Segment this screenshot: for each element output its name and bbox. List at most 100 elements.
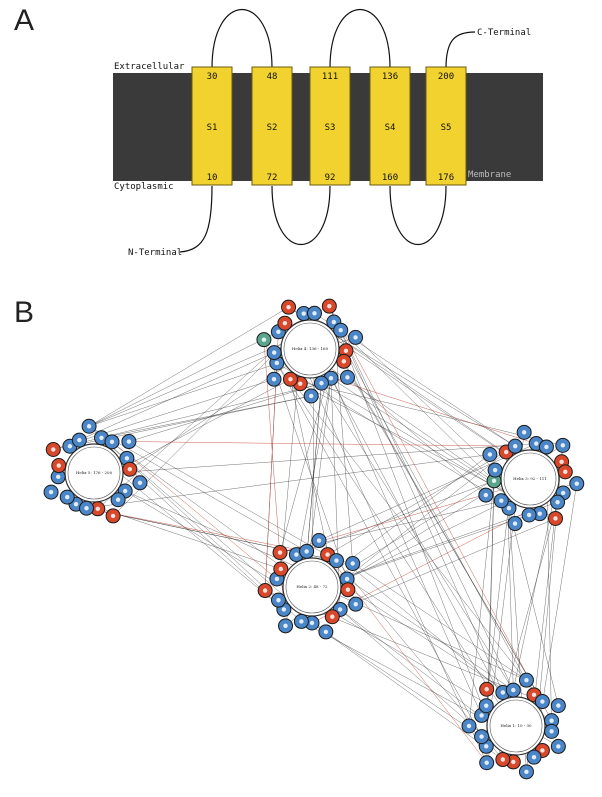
residue-node-highlight xyxy=(282,321,288,326)
contact-link xyxy=(321,383,514,691)
residue-node-highlight xyxy=(65,494,70,500)
residue-node-highlight xyxy=(286,304,291,310)
residue-node-highlight xyxy=(574,481,579,486)
residue-node-highlight xyxy=(537,511,542,516)
residue-node-highlight xyxy=(341,359,347,364)
cytoplasmic-label: Cytoplasmic xyxy=(114,182,174,192)
residue-node-highlight xyxy=(110,513,116,519)
residue-node-highlight xyxy=(334,558,339,563)
contact-link xyxy=(345,350,535,695)
residue-node-highlight xyxy=(77,437,82,443)
residue-node-highlight xyxy=(526,512,532,518)
residue-node-highlight xyxy=(353,335,358,340)
contact-link xyxy=(329,306,504,760)
residue-node-highlight xyxy=(327,303,332,309)
topology-diagram: Extracellular Cytoplasmic Membrane N-Ter… xyxy=(113,9,543,258)
residue-node-highlight xyxy=(86,424,92,429)
residue-node-highlight xyxy=(549,718,554,723)
wheel-ring-inner xyxy=(503,452,557,506)
residue-node-highlight xyxy=(312,311,317,316)
contact-link xyxy=(314,313,516,447)
residue-node-highlight xyxy=(84,506,89,511)
panel-b-letter: B xyxy=(14,296,35,329)
contact-link xyxy=(327,445,516,555)
helix-s5-top: 200 xyxy=(438,72,454,82)
helix-s2-top: 48 xyxy=(267,72,278,82)
residue-node-highlight xyxy=(55,474,61,479)
residue-node-highlight xyxy=(512,521,518,526)
contact-link xyxy=(79,352,275,441)
residue-node-highlight xyxy=(344,576,350,582)
contact-link xyxy=(111,441,278,580)
helix-s3-top: 111 xyxy=(322,72,338,82)
residue-node-highlight xyxy=(500,690,506,695)
contact-link xyxy=(129,469,285,610)
residue-nodes xyxy=(43,298,585,780)
contact-link xyxy=(508,508,559,706)
contact-link xyxy=(330,378,341,610)
helix-s4: 136 S4 160 xyxy=(369,66,411,186)
residue-node-highlight xyxy=(563,469,568,475)
residue-node-highlight xyxy=(531,754,537,760)
residue-node-highlight xyxy=(484,744,489,749)
membrane-label: Membrane xyxy=(468,170,511,180)
contact-link xyxy=(276,362,502,501)
wheel-helix-5: Helix 5: 176 - 200 xyxy=(64,443,124,503)
residue-node-highlight xyxy=(350,561,355,566)
wheel-center-label: Helix 4: 136 - 160 xyxy=(292,346,329,351)
residue-node-highlight xyxy=(271,377,277,382)
residue-node-highlight xyxy=(288,377,293,382)
residue-node-highlight xyxy=(491,478,497,483)
contact-link xyxy=(340,518,556,610)
contact-link xyxy=(330,378,547,448)
contact-link xyxy=(290,379,543,702)
helix-s5-name: S5 xyxy=(441,123,452,133)
residue-node-highlight xyxy=(283,623,288,629)
contact-link xyxy=(336,560,504,760)
residue-node-highlight xyxy=(299,619,304,624)
wheel-center-label: Helix 1: 10 - 30 xyxy=(500,723,532,728)
loop-s3-s4 xyxy=(329,9,391,69)
residue-node-highlight xyxy=(95,506,100,512)
residue-node-highlight xyxy=(330,614,335,619)
residue-node-highlight xyxy=(524,677,529,683)
residue-node-highlight xyxy=(511,687,516,693)
residue-node-highlight xyxy=(511,759,516,765)
contact-link xyxy=(329,306,504,693)
wheel-ring xyxy=(64,443,124,503)
contact-link xyxy=(318,443,537,541)
residue-node-highlight xyxy=(531,692,537,698)
wheel-ring-inner xyxy=(283,322,337,376)
residue-node-highlight xyxy=(555,499,560,505)
contact-link xyxy=(276,362,482,737)
contact-link xyxy=(346,578,514,691)
residue-node-highlight xyxy=(109,439,115,445)
residue-node-highlight xyxy=(56,463,61,468)
residue-node-highlight xyxy=(345,375,350,380)
residue-node-highlight xyxy=(466,723,472,729)
residue-node-highlight xyxy=(556,744,561,749)
loop-s4-s5 xyxy=(389,185,447,245)
contact-link xyxy=(340,330,543,751)
wheel-helix-3: Helix 3: 92 - 111 xyxy=(500,449,560,509)
residue-node-highlight xyxy=(512,443,518,449)
residue-node-highlight xyxy=(308,393,314,399)
wheel-helix-2: Helix 2: 48 - 72 xyxy=(282,557,342,617)
wheel-center-label: Helix 5: 176 - 200 xyxy=(76,470,113,475)
panel-a-letter: A xyxy=(14,4,35,37)
residue-node-highlight xyxy=(277,550,283,555)
residue-node-highlight xyxy=(338,328,343,333)
residue-node-highlight xyxy=(556,703,561,708)
residue-node-highlight xyxy=(560,443,566,448)
residue-node-highlight xyxy=(309,620,315,626)
residue-node-highlight xyxy=(343,348,349,353)
residue-node-highlight xyxy=(337,607,343,612)
helix-s3-name: S3 xyxy=(325,123,336,133)
residue-node-highlight xyxy=(328,376,334,381)
residue-node-highlight xyxy=(540,699,545,704)
contact-link xyxy=(329,306,552,721)
residue-node-highlight xyxy=(331,319,337,325)
contact-link xyxy=(128,441,516,447)
contact-link xyxy=(128,441,337,561)
residue-node-highlight xyxy=(560,490,566,496)
